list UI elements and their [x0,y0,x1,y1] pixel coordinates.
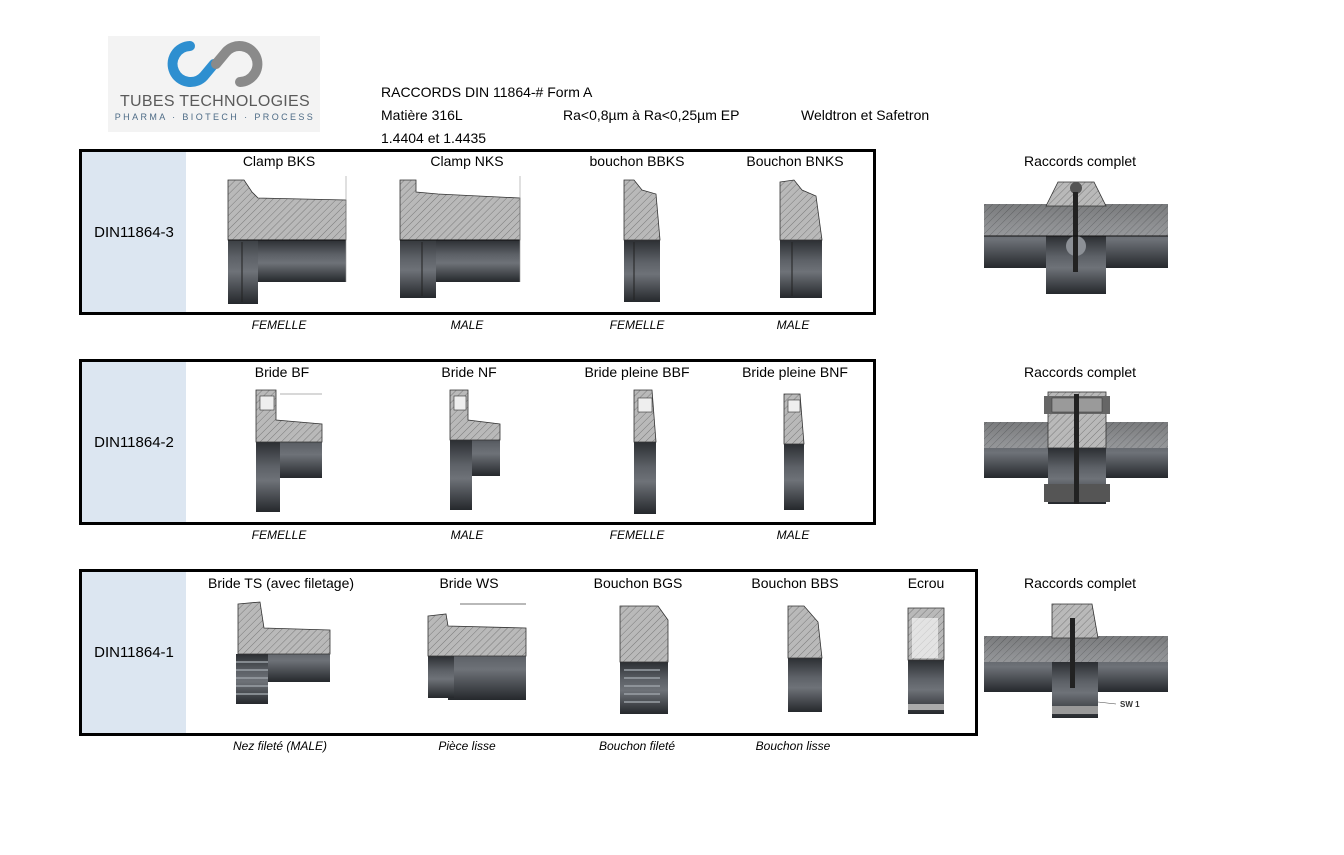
part-title: Bouchon BGS [593,575,683,591]
roughness-text: Ra<0,8µm à Ra<0,25µm EP [563,107,740,123]
logo-name: TUBES TECHNOLOGIES [119,93,311,110]
row-label: DIN11864-3 [82,152,186,312]
clamp-bks-drawing [227,176,347,304]
part-gender: MALE [450,318,484,332]
part-gender: Bouchon lisse [755,739,831,753]
part-title: Bouchon BBS [751,575,839,591]
process-text: Weldtron et Safetron [801,107,930,123]
document-title: RACCORDS DIN 11864-# Form A [381,84,593,100]
part-gender: MALE [776,528,810,542]
part-title: Clamp NKS [430,153,504,169]
part-gender: MALE [776,318,810,332]
bride-pleine-bnf-drawing [783,393,805,510]
part-gender: FEMELLE [609,528,665,542]
bouchon-bbs-drawing [787,605,823,712]
bouchon-bgs-drawing [619,605,669,714]
logo-icon [167,41,263,87]
part-gender: MALE [450,528,484,542]
part-gender: FEMELLE [251,318,307,332]
ecrou-drawing [907,607,945,714]
bride-bf-drawing [255,389,323,512]
row-din11864-1: DIN11864-1 [79,569,978,736]
part-title: Bride BF [254,364,310,380]
part-gender: Pièce lisse [438,739,496,753]
logo-area [108,36,320,132]
bride-ts-drawing [236,601,331,704]
grades-text: 1.4404 et 1.4435 [381,130,487,146]
bride-ws-drawing [427,603,527,700]
part-title: Bride WS [439,575,499,591]
part-title: Ecrou [907,575,945,591]
bride-pleine-bbf-drawing [633,389,657,514]
part-title: Clamp BKS [242,153,316,169]
row-label: DIN11864-1 [82,572,186,733]
part-title: Bride NF [441,364,497,380]
part-title: Bride pleine BBF [584,364,690,380]
bride-nf-drawing [449,389,501,510]
assembly-title: Raccords complet [1023,364,1137,380]
part-gender: Nez fileté (MALE) [232,739,328,753]
assembly-title: Raccords complet [1023,153,1137,169]
assembly-din11864-1-drawing [984,603,1168,718]
part-gender: FEMELLE [251,528,307,542]
part-gender: Bouchon fileté [598,739,676,753]
assembly-title: Raccords complet [1023,575,1137,591]
part-title: Bride pleine BNF [742,364,848,380]
part-title: Bouchon BNKS [746,153,844,169]
assembly-din11864-2-drawing [984,391,1168,504]
material-text: Matière 316L [381,107,463,123]
clamp-nks-drawing [399,176,521,298]
part-title: Bride TS (avec filetage) [207,575,355,591]
logo-tagline: PHARMA · BIOTECH · PROCESS [114,112,316,122]
part-title: bouchon BBKS [589,153,685,169]
assembly-din11864-3-drawing [984,181,1168,294]
row-label: DIN11864-2 [82,362,186,522]
assembly-callout: SW 1 [1120,700,1140,709]
bouchon-bnks-drawing [779,179,823,298]
part-gender: FEMELLE [609,318,665,332]
bouchon-bbks-drawing [623,179,661,302]
